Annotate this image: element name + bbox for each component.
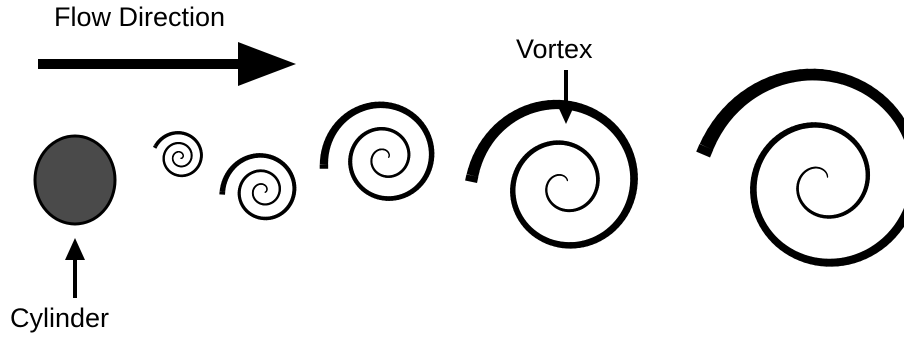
cylinder xyxy=(33,134,117,226)
cylinder-arrow-head xyxy=(65,238,85,260)
flow-direction-label: Flow Direction xyxy=(54,2,226,32)
cylinder-pointer-arrow xyxy=(65,238,85,298)
spiral-4-segment xyxy=(465,174,479,184)
cylinder-label: Cylinder xyxy=(10,303,110,333)
vortex-spiral-4 xyxy=(465,99,638,249)
spiral-5-segment xyxy=(696,144,714,158)
spiral-1-segment xyxy=(152,145,158,149)
flow-arrow-head xyxy=(238,42,296,86)
vortex-spiral-5 xyxy=(696,68,904,267)
vortex-spiral-2 xyxy=(219,153,297,221)
vortex-spiral-3 xyxy=(319,101,435,201)
vortex-label: Vortex xyxy=(516,34,593,64)
flow-direction-arrow xyxy=(38,42,296,86)
vortex-spiral-1 xyxy=(152,131,203,178)
vortex-pointer-arrow xyxy=(556,70,576,124)
